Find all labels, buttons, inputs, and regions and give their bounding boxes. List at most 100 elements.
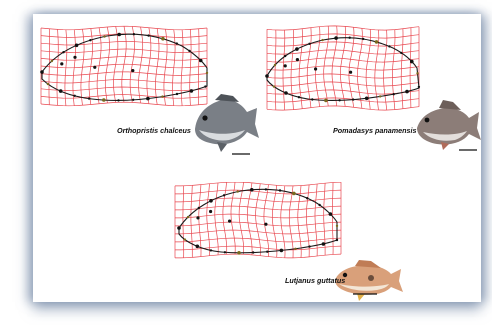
species-label: Orthopristis chalceus	[117, 126, 191, 135]
landmark-point	[190, 89, 194, 93]
landmark-point	[336, 225, 338, 227]
landmark-point	[324, 99, 328, 103]
landmark-point	[206, 72, 208, 74]
landmark-point	[311, 98, 313, 100]
landmark-point	[388, 45, 390, 47]
landmark-point	[62, 51, 64, 53]
landmark-point	[60, 62, 63, 65]
landmark-point	[133, 33, 135, 35]
landmark-point	[176, 42, 178, 44]
landmark-point	[73, 56, 76, 59]
panel-pomadasys: Pomadasys panamensis	[263, 24, 483, 164]
landmark-point	[352, 98, 354, 100]
landmark-point	[223, 194, 225, 196]
landmark-point	[292, 192, 296, 196]
landmark-point	[284, 91, 288, 95]
grid-line	[175, 222, 341, 226]
species-label: Lutjanus guttatus	[285, 276, 345, 285]
landmark-point	[336, 239, 338, 241]
deformation-grid-2	[263, 24, 483, 164]
landmark-point	[318, 204, 320, 206]
grid-lines	[175, 182, 341, 258]
landmark-point	[196, 216, 199, 219]
landmark-point	[298, 96, 300, 98]
grid-line	[289, 186, 293, 258]
landmark-point	[237, 251, 241, 255]
landmark-point	[314, 67, 317, 70]
grid-line	[41, 87, 207, 91]
landmark-point	[284, 55, 286, 57]
grid-line	[267, 82, 419, 86]
landmark-point	[196, 245, 200, 249]
landmark-point	[265, 188, 267, 190]
landmark-point	[188, 50, 190, 52]
grid-line	[223, 182, 227, 254]
landmark-point	[379, 95, 381, 97]
landmark-point	[117, 99, 119, 101]
landmark-point	[88, 97, 90, 99]
grid-lines	[267, 26, 419, 110]
landmark-point	[410, 60, 414, 64]
landmark-point	[89, 39, 91, 41]
grid-line	[215, 183, 218, 255]
landmark-point	[198, 207, 200, 209]
fish-photo	[195, 94, 259, 152]
landmark-point	[295, 47, 299, 51]
landmark-point	[349, 37, 351, 39]
landmark-point	[252, 251, 254, 253]
landmark-point	[274, 64, 276, 66]
grid-line	[267, 106, 419, 110]
fish-photo	[417, 100, 481, 150]
grid-line	[191, 185, 192, 257]
landmark-point	[161, 37, 165, 41]
landmark-point	[296, 58, 299, 61]
landmark-point	[308, 43, 310, 45]
landmark-point	[322, 242, 326, 246]
landmark-point	[294, 248, 296, 250]
landmark-point	[209, 199, 213, 203]
grid-line	[267, 26, 419, 30]
grid-line	[247, 183, 252, 255]
landmark-point	[400, 52, 402, 54]
grid-line	[175, 254, 341, 258]
landmark-point	[362, 38, 364, 40]
landmark-point	[40, 70, 44, 74]
landmark-point	[280, 249, 284, 253]
landmark-point	[250, 188, 254, 192]
landmark-point	[375, 40, 379, 44]
landmark-point	[334, 36, 338, 40]
landmark-point	[131, 69, 134, 72]
grid-line	[264, 185, 269, 257]
grid-line	[332, 183, 333, 255]
landmark-point	[329, 212, 333, 216]
landmark-point	[102, 98, 106, 102]
grid-line	[175, 238, 341, 242]
panel-lutjanus: Lutjanus guttatus	[173, 182, 403, 302]
landmark-point	[177, 226, 181, 230]
deformation-grid-1	[37, 24, 267, 164]
landmark-point	[264, 223, 267, 226]
grid-lines	[41, 26, 207, 106]
landmark-point	[338, 99, 340, 101]
grid-line	[207, 184, 210, 256]
grid-line	[267, 58, 419, 62]
grid-line	[41, 72, 207, 76]
landmark-point	[75, 44, 79, 48]
landmark-point	[266, 251, 268, 253]
grid-line	[41, 57, 207, 61]
landmark-point	[308, 245, 310, 247]
landmark-point	[321, 39, 323, 41]
grid-line	[267, 42, 419, 46]
landmark-point	[184, 238, 186, 240]
landmark-point	[306, 197, 308, 199]
grid-line	[239, 182, 244, 254]
landmark-point	[265, 74, 269, 78]
landmark-point	[47, 83, 49, 85]
grid-line	[272, 185, 277, 257]
landmark-point	[103, 35, 105, 37]
landmark-point	[273, 85, 275, 87]
landmark-point	[224, 251, 226, 253]
landmark-point	[161, 95, 163, 97]
grid-line	[267, 66, 419, 70]
landmark-point	[418, 86, 420, 88]
